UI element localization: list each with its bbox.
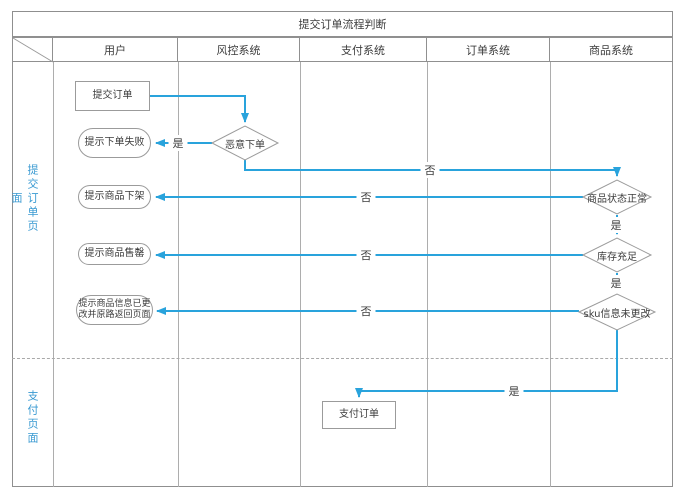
decision-stock-enough-label: 库存充足 bbox=[597, 251, 637, 263]
row-divider-dashed bbox=[12, 358, 673, 359]
node-product-removed: 提示商品下架 bbox=[78, 185, 151, 209]
lane-header-risk-system: 风控系统 bbox=[178, 37, 300, 62]
decision-stock-enough-shape bbox=[581, 237, 653, 273]
lane-header-product-system: 商品系统 bbox=[550, 37, 673, 62]
decision-malicious-order-shape bbox=[210, 125, 280, 161]
lane-divider bbox=[427, 62, 428, 487]
edge-label-stock-no: 否 bbox=[356, 247, 376, 263]
decision-sku-unchanged-label: sku信息未更改 bbox=[583, 308, 651, 320]
lane-header-user: 用户 bbox=[53, 37, 178, 62]
node-product-soldout: 提示商品售罄 bbox=[78, 243, 151, 265]
edge-sku-yes-pay bbox=[355, 330, 618, 398]
edge-label-status-no: 否 bbox=[356, 189, 376, 205]
node-order-fail: 提示下单失败 bbox=[78, 128, 151, 158]
edge-label-stock-yes: 是 bbox=[606, 275, 626, 291]
lane-divider bbox=[550, 62, 551, 487]
lane-header-payment-system: 支付系统 bbox=[300, 37, 427, 62]
row-label-submit-order-page: 提交订单页面 bbox=[10, 164, 39, 234]
edge-label-malicious-yes: 是 bbox=[168, 135, 188, 151]
decision-status-normal-shape bbox=[581, 179, 653, 215]
swimlane-header-row: 用户 风控系统 支付系统 订单系统 商品系统 bbox=[12, 37, 673, 62]
lane-divider bbox=[300, 62, 301, 487]
node-product-changed: 提示商品信息已更改并原路返回页面 bbox=[76, 295, 153, 325]
diagram-title: 提交订单流程判断 bbox=[12, 11, 673, 37]
edge-label-malicious-no: 否 bbox=[420, 162, 440, 178]
decision-sku-unchanged-shape bbox=[577, 293, 657, 331]
lane-header-order-system: 订单系统 bbox=[427, 37, 550, 62]
edge-label-status-yes: 是 bbox=[606, 217, 626, 233]
decision-status-normal-label: 商品状态正常 bbox=[587, 193, 647, 205]
lane-divider bbox=[53, 62, 54, 487]
corner-diagonal bbox=[12, 37, 54, 63]
edge-label-sku-no: 否 bbox=[356, 303, 376, 319]
decision-malicious-order-label: 恶意下单 bbox=[225, 139, 265, 151]
node-submit-order: 提交订单 bbox=[75, 81, 150, 111]
row-label-payment-page: 支付页面 bbox=[26, 390, 39, 446]
node-pay-order: 支付订单 bbox=[322, 401, 396, 429]
lane-divider bbox=[178, 62, 179, 487]
edge-label-sku-yes: 是 bbox=[504, 383, 524, 399]
edge-submit-to-malicious bbox=[150, 95, 249, 123]
